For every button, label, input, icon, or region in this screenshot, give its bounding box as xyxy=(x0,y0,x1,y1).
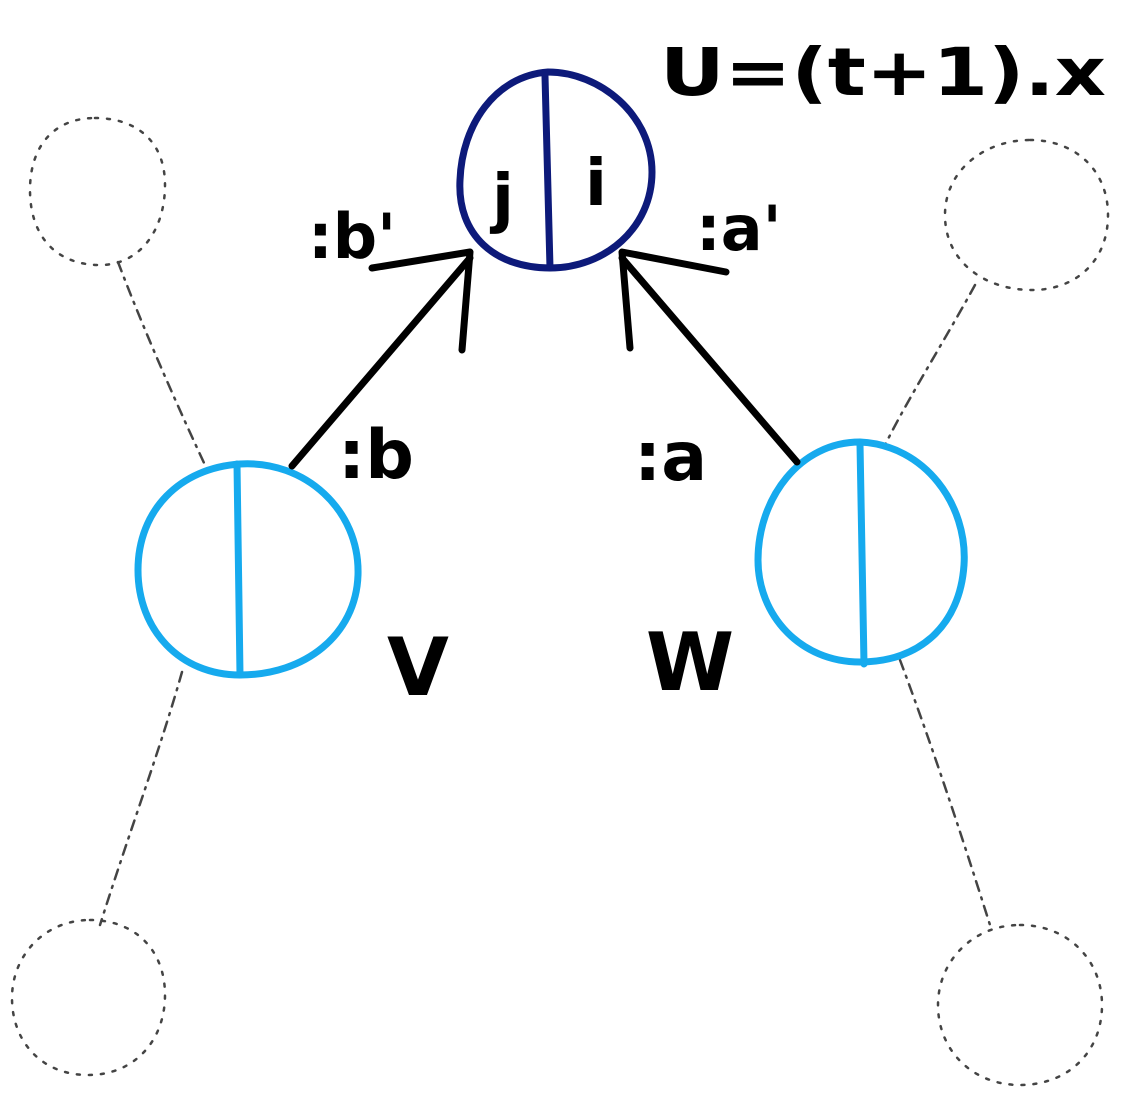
node-w-name: W xyxy=(646,616,734,709)
node-u-outline xyxy=(456,68,656,272)
edge-w-to-u-arrowhead xyxy=(618,248,730,352)
label-b: :b xyxy=(338,416,414,495)
node-u-divider xyxy=(541,72,554,272)
edge-w-to-u xyxy=(618,248,801,466)
label-a-prime: :a' xyxy=(696,192,782,265)
label-a: :a xyxy=(634,418,707,497)
label-b-prime: :b' xyxy=(308,200,396,273)
node-v-name: V xyxy=(387,621,449,714)
node-v-divider xyxy=(233,460,244,679)
node-u-left-label: j xyxy=(489,162,514,236)
edge-w-to-u-shaft xyxy=(618,254,801,466)
node-v-outline xyxy=(134,460,362,679)
edge-v-to-u-shaft xyxy=(288,254,474,470)
ghost-node-bottom-left xyxy=(10,918,167,1077)
node-w-outline xyxy=(754,438,968,666)
node-u-right-label: i xyxy=(585,147,607,221)
ghost-edge-bottom-left xyxy=(98,670,184,927)
ghost-node-top-right xyxy=(943,138,1110,292)
ghost-edge-top-left xyxy=(116,260,207,467)
formula-label: U=(t+1).x xyxy=(660,34,1106,111)
edge-v-to-u-arrowhead xyxy=(368,248,474,354)
node-w-divider xyxy=(856,440,868,668)
ghost-node-top-left xyxy=(28,116,167,267)
ghost-edge-top-right xyxy=(883,283,977,447)
node-w: W xyxy=(646,438,968,709)
ghost-edge-bottom-right xyxy=(898,658,992,927)
edge-v-to-u xyxy=(288,248,474,470)
node-v: V xyxy=(134,460,449,714)
ghost-node-bottom-right xyxy=(936,923,1104,1087)
node-u: j i xyxy=(456,68,656,272)
